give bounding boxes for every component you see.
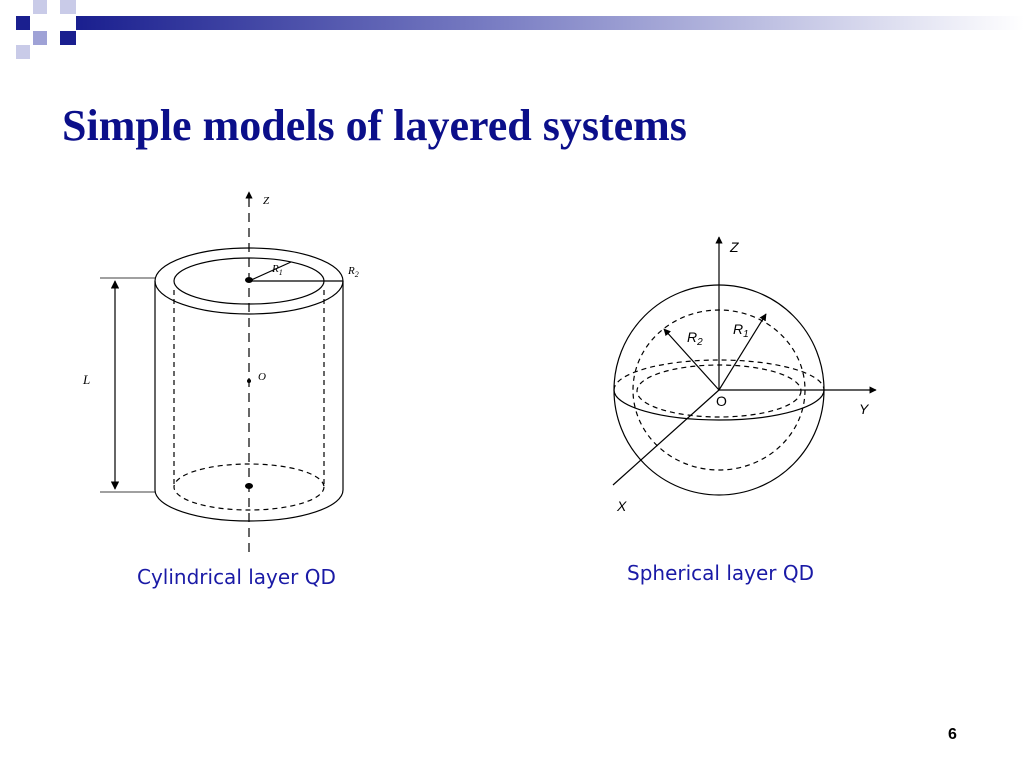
cylinder-top-center-dot bbox=[245, 277, 253, 283]
cylinder-length-label: L bbox=[82, 372, 90, 387]
header-gradient-bar bbox=[76, 16, 1024, 30]
sphere-r2-letter: R bbox=[687, 329, 697, 345]
sphere-r1-label: R1 bbox=[733, 321, 749, 340]
sphere-r2-label: R2 bbox=[687, 329, 703, 348]
sphere-r2-line bbox=[663, 328, 720, 391]
sphere-r2-sub: 2 bbox=[696, 337, 703, 348]
sphere-x-label: X bbox=[616, 498, 627, 514]
cylinder-r2-label: R2 bbox=[347, 265, 359, 279]
cylinder-origin-dot bbox=[247, 379, 251, 383]
sphere-r1-sub: 1 bbox=[743, 329, 749, 340]
cylinder-caption: Cylindrical layer QD bbox=[137, 565, 336, 589]
decor-square bbox=[16, 45, 30, 59]
cylinder-origin-label: O bbox=[258, 371, 266, 383]
cylinder-r1-sub: 1 bbox=[279, 268, 283, 277]
cylinder-z-label: Z bbox=[263, 195, 270, 207]
decor-square bbox=[16, 16, 30, 30]
decor-square bbox=[60, 31, 76, 45]
decor-square bbox=[60, 0, 76, 14]
sphere-caption: Spherical layer QD bbox=[627, 561, 814, 585]
slide-title: Simple models of layered systems bbox=[62, 101, 687, 150]
page-number: 6 bbox=[948, 726, 957, 743]
cylinder-bottom-center-dot bbox=[245, 483, 253, 489]
cylinder-r1-line bbox=[248, 261, 292, 282]
decor-square bbox=[33, 0, 47, 14]
sphere-r1-letter: R bbox=[733, 321, 743, 337]
header-decoration bbox=[16, 0, 1024, 59]
sphere-diagram bbox=[612, 236, 877, 496]
cylinder-r1-letter: R bbox=[271, 263, 279, 275]
sphere-origin-label: O bbox=[716, 393, 727, 409]
decor-square bbox=[33, 31, 47, 45]
cylinder-r2-letter: R bbox=[347, 265, 355, 277]
cylinder-inner-bottom bbox=[173, 463, 325, 511]
sphere-outer-equator-front bbox=[613, 389, 825, 421]
sphere-x-axis bbox=[612, 389, 720, 486]
cylinder-diagram bbox=[100, 191, 344, 552]
cylinder-r1-label: R1 bbox=[271, 263, 283, 277]
cylinder-r2-sub: 2 bbox=[355, 270, 359, 279]
sphere-z-label: Z bbox=[729, 239, 739, 255]
cylinder-outer-bottom bbox=[154, 489, 344, 522]
sphere-y-label: Y bbox=[859, 401, 870, 417]
sphere-outer-equator-back bbox=[613, 359, 825, 391]
sphere-r1-line bbox=[718, 313, 767, 391]
